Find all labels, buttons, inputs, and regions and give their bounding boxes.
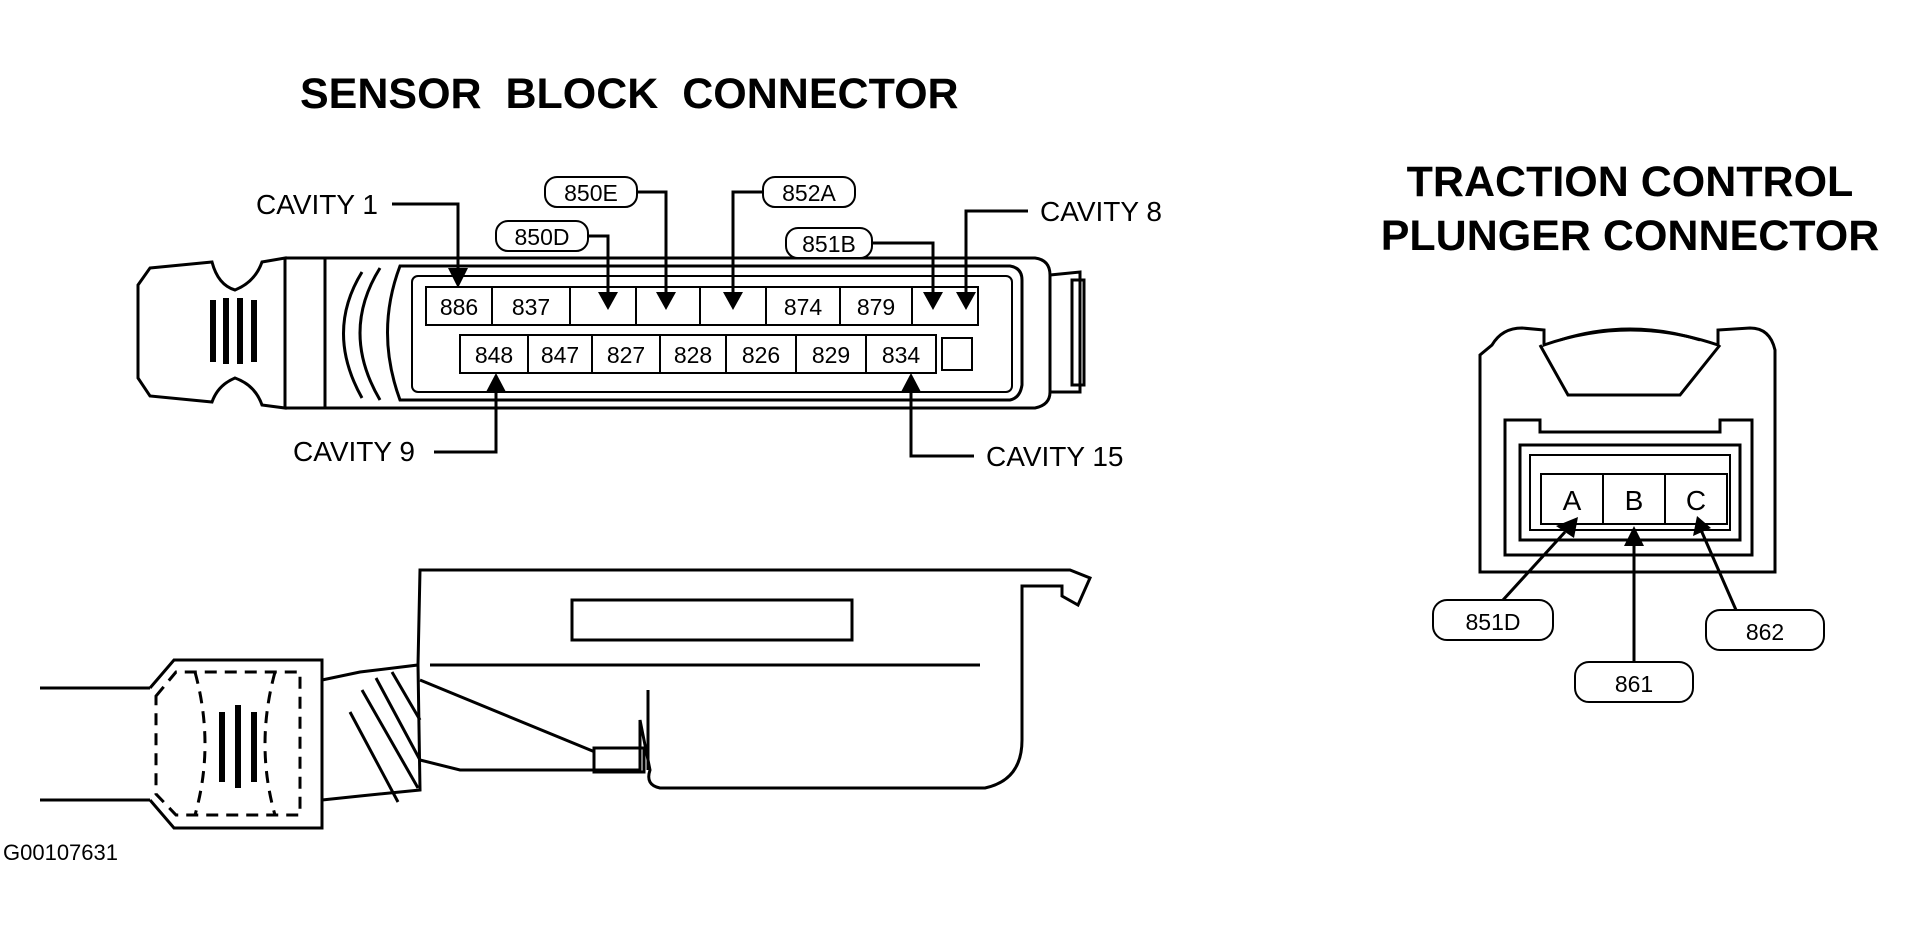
sensor-cavity-6: [765, 286, 841, 326]
svg-text:862: 862: [1746, 619, 1784, 645]
sensor-bottom-row: 848 847 827 828 826 829 834: [459, 334, 973, 374]
svg-text:CAVITY 8: CAVITY 8: [1040, 196, 1162, 227]
svg-text:851B: 851B: [802, 231, 856, 257]
sensor-pin-label: 834: [882, 342, 921, 368]
sensor-block-side-view: [40, 568, 1093, 830]
sensor-pin-label: 828: [674, 342, 712, 368]
traction-title-line1: TRACTION CONTROL: [1407, 158, 1854, 206]
sensor-pin-label: 829: [812, 342, 850, 368]
traction-pin-label: A: [1563, 485, 1582, 516]
traction-title-line2: PLUNGER CONNECTOR: [1381, 212, 1880, 260]
sensor-block-face-view: [136, 256, 1086, 410]
svg-text:CAVITY 1: CAVITY 1: [256, 189, 378, 220]
traction-pin-row: A B C: [1540, 473, 1728, 525]
sensor-cavity-11: [591, 334, 661, 374]
traction-wire-tag-851d: 851D: [1432, 517, 1578, 641]
svg-text:CAVITY 9: CAVITY 9: [293, 436, 415, 467]
sensor-pin-label: 848: [475, 342, 513, 368]
sensor-top-row: 886 837 874 879: [425, 286, 979, 326]
sensor-cavity-15: [865, 334, 937, 374]
traction-pin-label: B: [1625, 485, 1644, 516]
traction-pin-label: C: [1686, 485, 1706, 516]
svg-text:852A: 852A: [782, 180, 836, 206]
sensor-wire-tag-852a: 852A: [723, 176, 856, 310]
callout-cavity-15: CAVITY 15: [901, 373, 1123, 472]
sensor-pin-label: 827: [607, 342, 645, 368]
sensor-block-title: SENSOR BLOCK CONNECTOR: [300, 70, 959, 118]
svg-text:CAVITY 15: CAVITY 15: [986, 441, 1123, 472]
traction-pin-a: [1540, 473, 1604, 525]
sensor-cavity-1: [425, 286, 493, 326]
callout-cavity-9: CAVITY 9: [293, 373, 506, 467]
traction-wire-tag-861: 861: [1574, 526, 1694, 703]
sensor-pin-label: 886: [440, 294, 478, 320]
sensor-pin-label: 826: [742, 342, 780, 368]
traction-wire-tag-862: 862: [1693, 516, 1825, 651]
callout-cavity-1: CAVITY 1: [256, 189, 468, 288]
svg-text:851D: 851D: [1466, 609, 1521, 635]
sensor-wire-tag-851b: 851B: [785, 227, 943, 310]
svg-text:861: 861: [1615, 671, 1653, 697]
figure-id: G00107631: [3, 840, 118, 865]
callout-cavity-8: CAVITY 8: [956, 196, 1162, 310]
traction-connector-body: [1478, 326, 1777, 574]
sensor-cavity-9: [459, 334, 529, 374]
sensor-cavity-7: [839, 286, 913, 326]
sensor-pin-label: 847: [541, 342, 579, 368]
sensor-cavity-2: [491, 286, 571, 326]
svg-text:850E: 850E: [564, 180, 618, 206]
sensor-pin-label: 879: [857, 294, 895, 320]
sensor-wire-tag-850d: 850D: [495, 220, 618, 310]
sensor-cavity-13: [725, 334, 797, 374]
sensor-pin-label: 837: [512, 294, 550, 320]
sensor-wire-tag-850e: 850E: [544, 176, 676, 310]
sensor-cavity-12: [659, 334, 727, 374]
sensor-cavity-16: [941, 337, 973, 371]
sensor-cavity-10: [527, 334, 593, 374]
svg-text:850D: 850D: [515, 224, 570, 250]
traction-pin-c: [1664, 473, 1728, 525]
sensor-pin-label: 874: [784, 294, 823, 320]
